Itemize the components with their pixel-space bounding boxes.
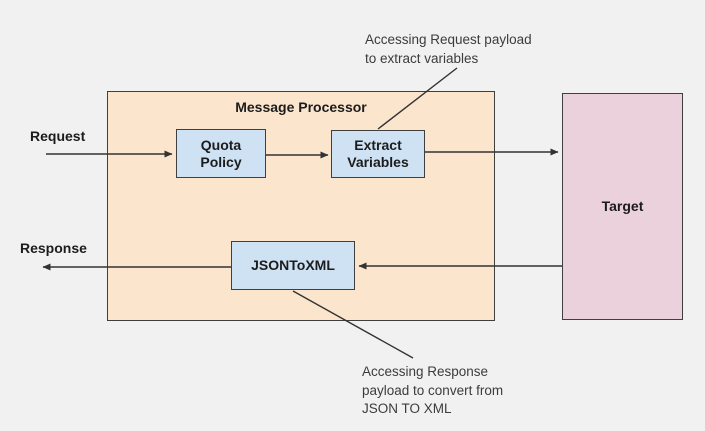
extract-variables-node: Extract Variables bbox=[331, 130, 425, 178]
response-label: Response bbox=[20, 240, 87, 256]
message-processor-title: Message Processor bbox=[235, 99, 367, 115]
quota-policy-node: Quota Policy bbox=[176, 129, 266, 178]
request-payload-annotation: Accessing Request payload to extract var… bbox=[365, 32, 532, 66]
response-payload-annotation: Accessing Response payload to convert fr… bbox=[362, 364, 504, 416]
request-label: Request bbox=[30, 128, 86, 144]
jsontoxml-node: JSONToXML bbox=[231, 241, 355, 290]
target-node: Target bbox=[562, 93, 683, 320]
